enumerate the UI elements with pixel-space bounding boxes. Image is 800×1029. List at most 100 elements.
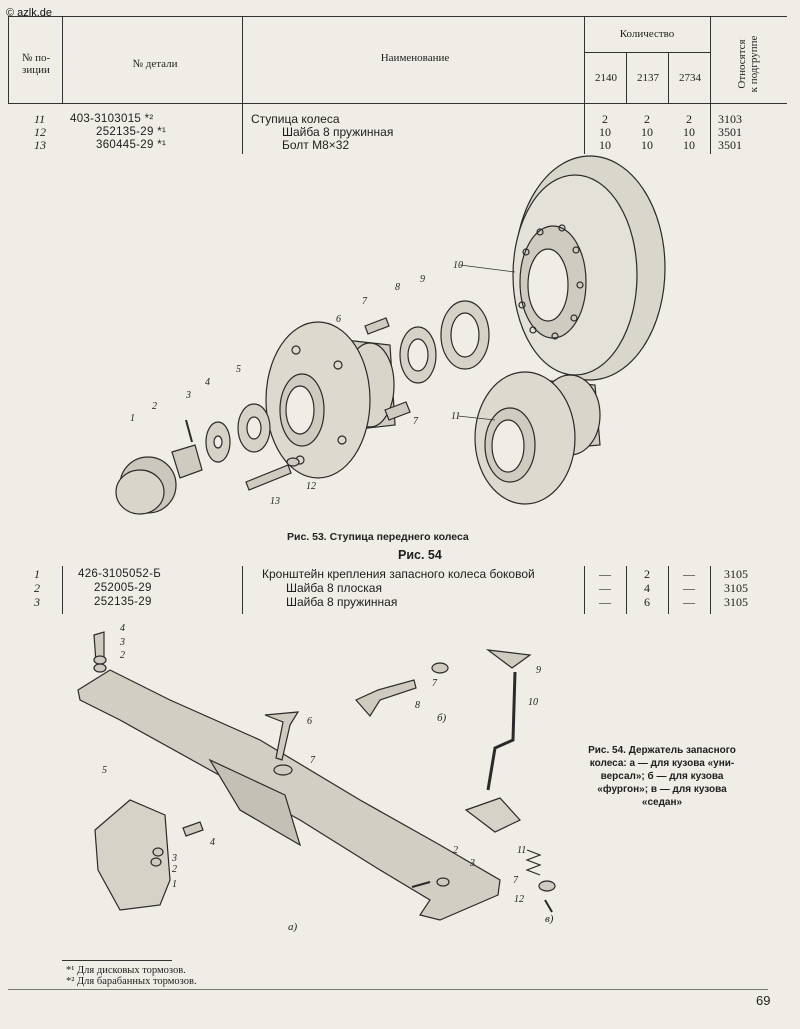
sublabel-a: а) (288, 921, 298, 933)
callout-11: 11 (517, 845, 526, 856)
wing-bolt-6 (264, 711, 300, 761)
header-divider-4 (626, 52, 627, 104)
washer-3c (436, 877, 450, 887)
bolt-7a (364, 317, 390, 335)
part-header: № детали (132, 58, 178, 70)
callout-5: 5 (236, 364, 241, 375)
callout-4: 4 (205, 377, 210, 388)
spare-wheel-bracket (77, 669, 501, 921)
callout-3b: 3 (171, 853, 177, 864)
callout-9: 9 (536, 665, 541, 676)
callout-6: 6 (336, 314, 341, 325)
header-divider-3 (584, 16, 585, 104)
t1-rule-qty (584, 104, 585, 154)
fig54-drawing (77, 631, 556, 921)
bottom-rule (8, 989, 768, 990)
qty-subheader-rule (584, 52, 710, 53)
nut-2 (171, 444, 203, 479)
table-row: 1 426-3105052-Б Кронштейн крепления запа… (34, 567, 748, 581)
t1-rule-name (242, 104, 243, 154)
table-row: 12 252135-29 *¹ Шайба 8 пружинная 10 10 … (34, 125, 742, 139)
name-header: Наименование (380, 52, 450, 64)
page-number: 69 (756, 993, 771, 1008)
bolt-4b (182, 821, 204, 837)
callout-6: 6 (307, 716, 312, 727)
callout-1: 1 (172, 879, 177, 890)
t2-rule-qty2 (626, 566, 627, 614)
callout-11: 11 (451, 411, 460, 422)
table-header (8, 16, 787, 104)
washer-2a (93, 663, 107, 673)
washer-7a (273, 764, 293, 776)
footnote-1: *¹ Для дисковых тормозов. (66, 965, 186, 976)
bolt-7b (384, 401, 411, 421)
t2-rule-qty1 (584, 566, 585, 614)
washer-7c (538, 880, 556, 892)
washer-12 (286, 457, 300, 467)
callout-7: 7 (310, 755, 316, 766)
spring-11 (525, 849, 542, 876)
qty-header: Количество (619, 28, 675, 40)
callout-3c: 3 (469, 858, 475, 869)
callout-12: 12 (306, 481, 316, 492)
fig54-sublabels: а) б) в) (288, 712, 554, 933)
t2-rule-name (242, 566, 243, 614)
callout-7c: 7 (513, 875, 519, 886)
rod-10 (486, 671, 517, 791)
t2-rule-part (62, 566, 63, 614)
callout-2c: 2 (453, 845, 458, 856)
header-divider-6 (710, 16, 711, 104)
fig53-drawing (115, 155, 666, 515)
callout-7: 7 (362, 296, 368, 307)
callout-3: 3 (119, 637, 125, 648)
bracket-v (464, 797, 521, 833)
u-bracket (94, 799, 171, 911)
footnote-rule (62, 960, 172, 961)
table-row: 13 360445-29 *¹ Болт М8×32 10 10 10 3501 (34, 138, 742, 152)
t2-rule-group (710, 566, 711, 614)
fig54-callouts: 4 3 2 5 6 7 7 8 9 10 4 3 2 1 2 3 11 7 12 (102, 623, 541, 905)
callout-7b: 7 (413, 416, 419, 427)
wing-nut-9 (485, 649, 532, 669)
model-2140: 2140 (595, 72, 617, 84)
fig54-caption: Рис. 54. Держатель запасного колеса: а —… (588, 745, 736, 808)
callout-7b: 7 (432, 678, 438, 689)
callout-10: 10 (528, 697, 538, 708)
table-row: 3 252135-29 Шайба 8 пружинная — 6 — 3105 (34, 595, 748, 609)
callout-5: 5 (102, 765, 107, 776)
washer-2b (150, 857, 162, 867)
pin-12 (544, 899, 553, 913)
table-row: 11 403-3103015 *² Ступица колеса 2 2 2 3… (34, 112, 742, 126)
callout-13: 13 (270, 496, 280, 507)
fig54-title: Рис. 54 (398, 548, 442, 562)
callout-2b: 2 (172, 864, 177, 875)
t1-rule-group (710, 104, 711, 154)
header-divider-1 (62, 16, 63, 104)
t2-rule-qty3 (668, 566, 669, 614)
fig53-leaders (457, 264, 516, 421)
callout-4b: 4 (210, 837, 215, 848)
callout-9: 9 (420, 274, 425, 285)
hub-11 (474, 371, 601, 505)
model-2734: 2734 (679, 72, 701, 84)
callout-4: 4 (120, 623, 125, 634)
fig53-caption: Рис. 53. Ступица переднего колеса (287, 531, 469, 543)
bolt-2c (411, 881, 431, 888)
callout-10: 10 (453, 260, 463, 271)
callout-8: 8 (395, 282, 400, 293)
callout-2: 2 (120, 650, 125, 661)
callout-12: 12 (514, 894, 524, 905)
washer-3b (152, 847, 164, 857)
brake-disc (512, 155, 666, 381)
footnote-2: *² Для барабанных тормозов. (66, 976, 197, 987)
bolt-13 (245, 464, 292, 491)
washer-3a (93, 655, 107, 665)
callout-1: 1 (130, 413, 135, 424)
table-row: 2 252005-29 Шайба 8 плоская — 4 — 3105 (34, 581, 748, 595)
callout-2: 2 (152, 401, 157, 412)
pos-header: № по- зиции (21, 52, 51, 76)
callout-3: 3 (185, 390, 191, 401)
hub-6 (265, 321, 396, 479)
